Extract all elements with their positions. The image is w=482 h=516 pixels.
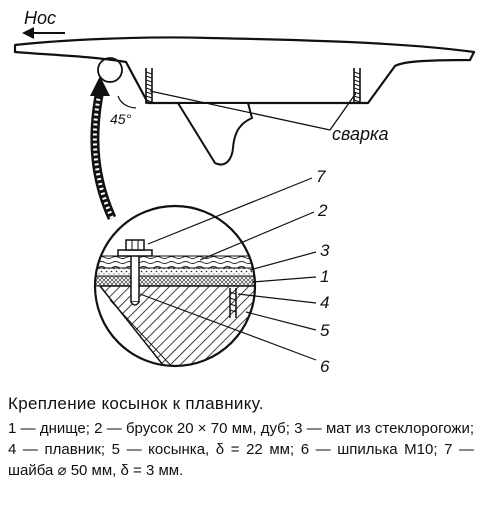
gusset-bolt-left <box>145 68 153 104</box>
figure-caption: Крепление косынок к плавнику. 1 — днище;… <box>8 394 474 481</box>
weld-leader-lines <box>149 90 357 131</box>
fin-attachment-diagram: Нос сварка 45° <box>13 8 476 376</box>
callout-7: 7 <box>316 167 326 186</box>
callout-2: 2 <box>317 201 328 220</box>
hull-bottom <box>13 36 476 105</box>
callout-5: 5 <box>320 321 330 340</box>
detail-marker-circle <box>97 57 123 83</box>
washer-nut <box>117 239 153 257</box>
fin <box>176 102 254 166</box>
caption-title: Крепление косынок к плавнику. <box>8 394 264 413</box>
detail-arrow-icon <box>90 76 117 220</box>
callout-6: 6 <box>320 357 330 376</box>
callout-4: 4 <box>320 293 329 312</box>
glass-mat <box>95 267 255 277</box>
angle-marker <box>117 95 137 109</box>
callout-3: 3 <box>320 241 330 260</box>
callout-1: 1 <box>320 267 329 286</box>
detail-enlarged-view <box>95 206 255 366</box>
hull-layer <box>95 275 255 287</box>
fin-rod <box>229 288 237 318</box>
gusset-bolt-right <box>353 68 361 104</box>
weld-label: сварка <box>332 124 389 144</box>
bow-label: Нос <box>24 8 56 28</box>
callout-leaders <box>139 177 317 361</box>
oak-bar <box>95 255 255 269</box>
bow-arrow-icon <box>22 27 65 39</box>
angle-label: 45° <box>110 111 132 127</box>
caption-body: 1 — днище; 2 — брусок 20 × 70 мм, дуб; 3… <box>8 420 474 479</box>
